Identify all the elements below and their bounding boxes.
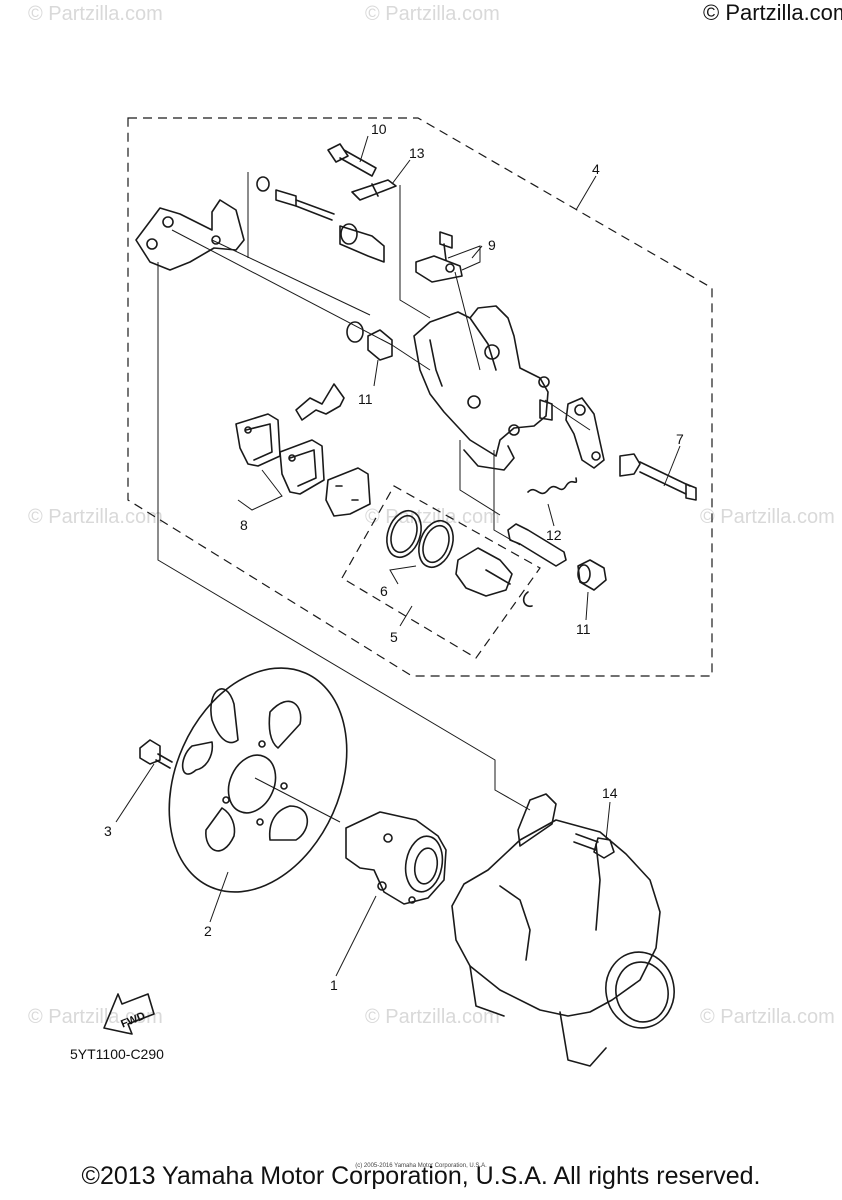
bolt-7 — [619, 453, 697, 501]
caliper-bracket — [135, 199, 245, 271]
callout-2: 2 — [204, 923, 212, 939]
caliper-piston — [455, 547, 513, 597]
pad-backing-plate — [325, 467, 371, 517]
watermark: © Partzilla.com — [700, 1006, 835, 1028]
callout-3: 3 — [104, 823, 112, 839]
seal-kit-boundary — [341, 485, 541, 659]
caliper-lever — [565, 397, 605, 469]
callout-4: 4 — [592, 161, 600, 177]
hub-1 — [345, 811, 447, 905]
callout-8: 8 — [240, 517, 248, 533]
callout-9: 9 — [488, 237, 496, 253]
pin-bolt-10 — [327, 143, 377, 177]
watermark: © Partzilla.com — [28, 3, 163, 25]
callout-labels: 10 13 4 9 7 11 8 12 6 11 5 3 2 1 14 — [104, 121, 684, 993]
callout-7: 7 — [676, 431, 684, 447]
retaining-ring — [522, 591, 533, 608]
header-copyright: © Partzilla.com — [703, 0, 842, 25]
brake-disc-2 — [168, 667, 348, 893]
piston-seals-6 — [386, 509, 454, 569]
pin-set-upper — [256, 176, 385, 263]
watermark: © Partzilla.com — [28, 1006, 163, 1028]
disc-bolt-3 — [139, 739, 173, 769]
watermark: © Partzilla.com — [365, 506, 500, 528]
pad-spring-clip — [295, 383, 345, 421]
watermark: © Partzilla.com — [365, 3, 500, 25]
caliper-assembly-boundary — [127, 117, 713, 677]
callout-5: 5 — [390, 629, 398, 645]
callout-11-lower: 11 — [576, 621, 591, 637]
spring-12 — [527, 477, 578, 495]
reference-lines — [157, 172, 591, 823]
brake-pads-8 — [235, 413, 325, 495]
callout-1: 1 — [330, 977, 338, 993]
watermark: © Partzilla.com — [28, 506, 163, 528]
clip-13 — [351, 179, 397, 201]
caliper-body — [413, 305, 553, 471]
callout-10: 10 — [371, 121, 387, 137]
footer-copyright: ©2013 Yamaha Motor Corporation, U.S.A. A… — [81, 1162, 761, 1190]
slide-pin-11-upper — [367, 329, 393, 361]
callout-11-upper: 11 — [358, 391, 373, 407]
axle-housing — [451, 793, 675, 1067]
callout-14: 14 — [602, 785, 618, 801]
slide-pin-lower — [507, 523, 607, 591]
callout-6: 6 — [380, 583, 388, 599]
bleed-screw-9 — [415, 231, 481, 283]
bolt-14 — [573, 833, 615, 859]
watermark-layer: © Partzilla.com © Partzilla.com © Partzi… — [28, 3, 835, 1028]
diagram-code: 5YT1100-C290 — [70, 1046, 164, 1062]
watermark: © Partzilla.com — [700, 506, 835, 528]
small-print: (c) 2005-2016 Yamaha Motor Corporation, … — [355, 1163, 487, 1169]
washer — [346, 321, 364, 343]
callout-13: 13 — [409, 145, 425, 161]
watermark: © Partzilla.com — [365, 1006, 500, 1028]
leader-lines — [115, 135, 681, 977]
callout-12: 12 — [546, 527, 562, 543]
